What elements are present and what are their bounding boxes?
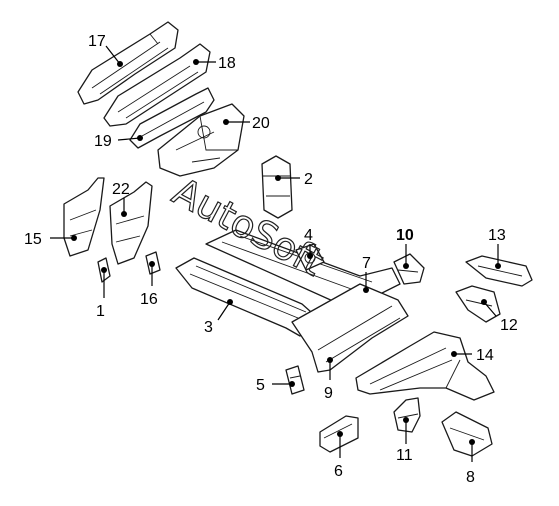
callout-4: 4 xyxy=(304,227,313,244)
part-15-bracket xyxy=(63,177,105,257)
callout-10: 10 xyxy=(396,227,414,244)
callout-18: 18 xyxy=(218,55,236,72)
callout-14: 14 xyxy=(476,347,494,364)
callout-9: 9 xyxy=(324,385,333,402)
part-12-bracket xyxy=(455,285,501,323)
callout-1: 1 xyxy=(96,303,105,320)
callout-15: 15 xyxy=(24,231,42,248)
part-11-bracket xyxy=(393,397,421,433)
callout-13: 13 xyxy=(488,227,506,244)
part-5-bracket xyxy=(285,365,305,395)
callout-3: 3 xyxy=(204,319,213,336)
part-14-rail xyxy=(355,331,495,401)
part-20-panel xyxy=(157,103,245,177)
callout-12: 12 xyxy=(500,317,518,334)
part-19-rail xyxy=(129,87,215,149)
callout-17: 17 xyxy=(88,33,106,50)
callout-7: 7 xyxy=(362,255,371,272)
part-22-bracket xyxy=(109,181,153,265)
callout-6: 6 xyxy=(334,463,343,480)
callout-19: 19 xyxy=(94,133,112,150)
callout-11: 11 xyxy=(396,447,413,464)
part-10-bracket xyxy=(393,253,425,285)
part-17-rail xyxy=(77,21,179,105)
part-7-9-member xyxy=(291,283,409,373)
callout-20: 20 xyxy=(252,115,270,132)
callout-5: 5 xyxy=(256,377,265,394)
callouts: 17 18 19 20 2 22 15 1 16 3 4 7 10 13 12 … xyxy=(24,33,518,486)
part-13-bracket xyxy=(465,255,533,287)
leaders xyxy=(50,45,501,462)
callout-2: 2 xyxy=(304,171,313,188)
callout-22: 22 xyxy=(112,181,130,198)
callout-8: 8 xyxy=(466,469,475,486)
callout-16: 16 xyxy=(140,291,158,308)
part-8-bracket xyxy=(441,411,493,457)
part-2-bracket xyxy=(261,155,293,219)
